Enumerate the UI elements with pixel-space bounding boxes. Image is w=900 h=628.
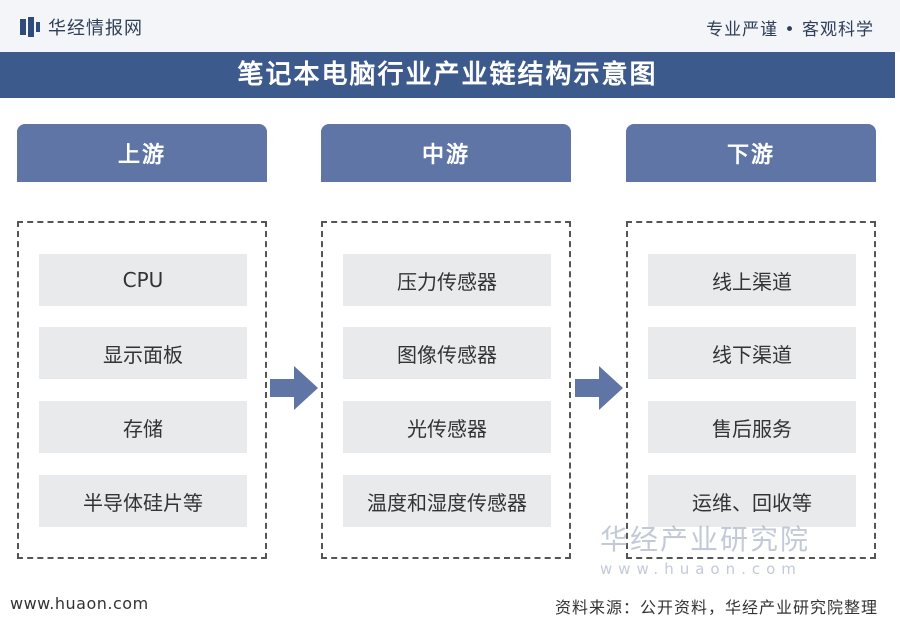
list-item: 运维、回收等 xyxy=(648,475,856,527)
column-header-upstream: 上游 xyxy=(17,124,267,182)
footer-website: www.huaon.com xyxy=(10,594,149,613)
brand-logo: 华经情报网 xyxy=(20,14,143,40)
list-item: 光传感器 xyxy=(343,401,551,453)
huaon-logo-icon xyxy=(20,17,40,37)
watermark-en: www.huaon.com xyxy=(600,560,802,578)
list-item: 压力传感器 xyxy=(343,254,551,306)
list-item: 售后服务 xyxy=(648,401,856,453)
list-item: 半导体硅片等 xyxy=(39,475,247,527)
title-bar xyxy=(0,52,895,98)
right-arrow-icon xyxy=(575,366,623,410)
column-box-midstream: 压力传感器 图像传感器 光传感器 温度和湿度传感器 xyxy=(321,221,571,559)
list-item: 图像传感器 xyxy=(343,327,551,379)
column-header-downstream: 下游 xyxy=(626,124,876,182)
list-item: 温度和湿度传感器 xyxy=(343,475,551,527)
footer-source: 资料来源：公开资料，华经产业研究院整理 xyxy=(554,598,878,617)
right-arrow-icon xyxy=(270,366,318,410)
top-bar: 华经情报网 专业严谨 • 客观科学 xyxy=(0,0,900,52)
list-item: 线下渠道 xyxy=(648,327,856,379)
watermark-cn: 华经产业研究院 xyxy=(600,523,811,556)
brand-name: 华经情报网 xyxy=(48,18,143,39)
watermark: 华经产业研究院 www.huaon.com xyxy=(600,518,810,578)
slogan: 专业严谨 • 客观科学 xyxy=(706,20,874,40)
column-header-midstream: 中游 xyxy=(321,124,571,182)
list-item: 显示面板 xyxy=(39,327,247,379)
list-item: 存储 xyxy=(39,401,247,453)
column-box-upstream: CPU 显示面板 存储 半导体硅片等 xyxy=(17,221,267,559)
list-item: CPU xyxy=(39,254,247,306)
list-item: 线上渠道 xyxy=(648,254,856,306)
column-box-downstream: 线上渠道 线下渠道 售后服务 运维、回收等 xyxy=(626,221,876,559)
page-title: 笔记本电脑行业产业链结构示意图 xyxy=(237,60,658,90)
